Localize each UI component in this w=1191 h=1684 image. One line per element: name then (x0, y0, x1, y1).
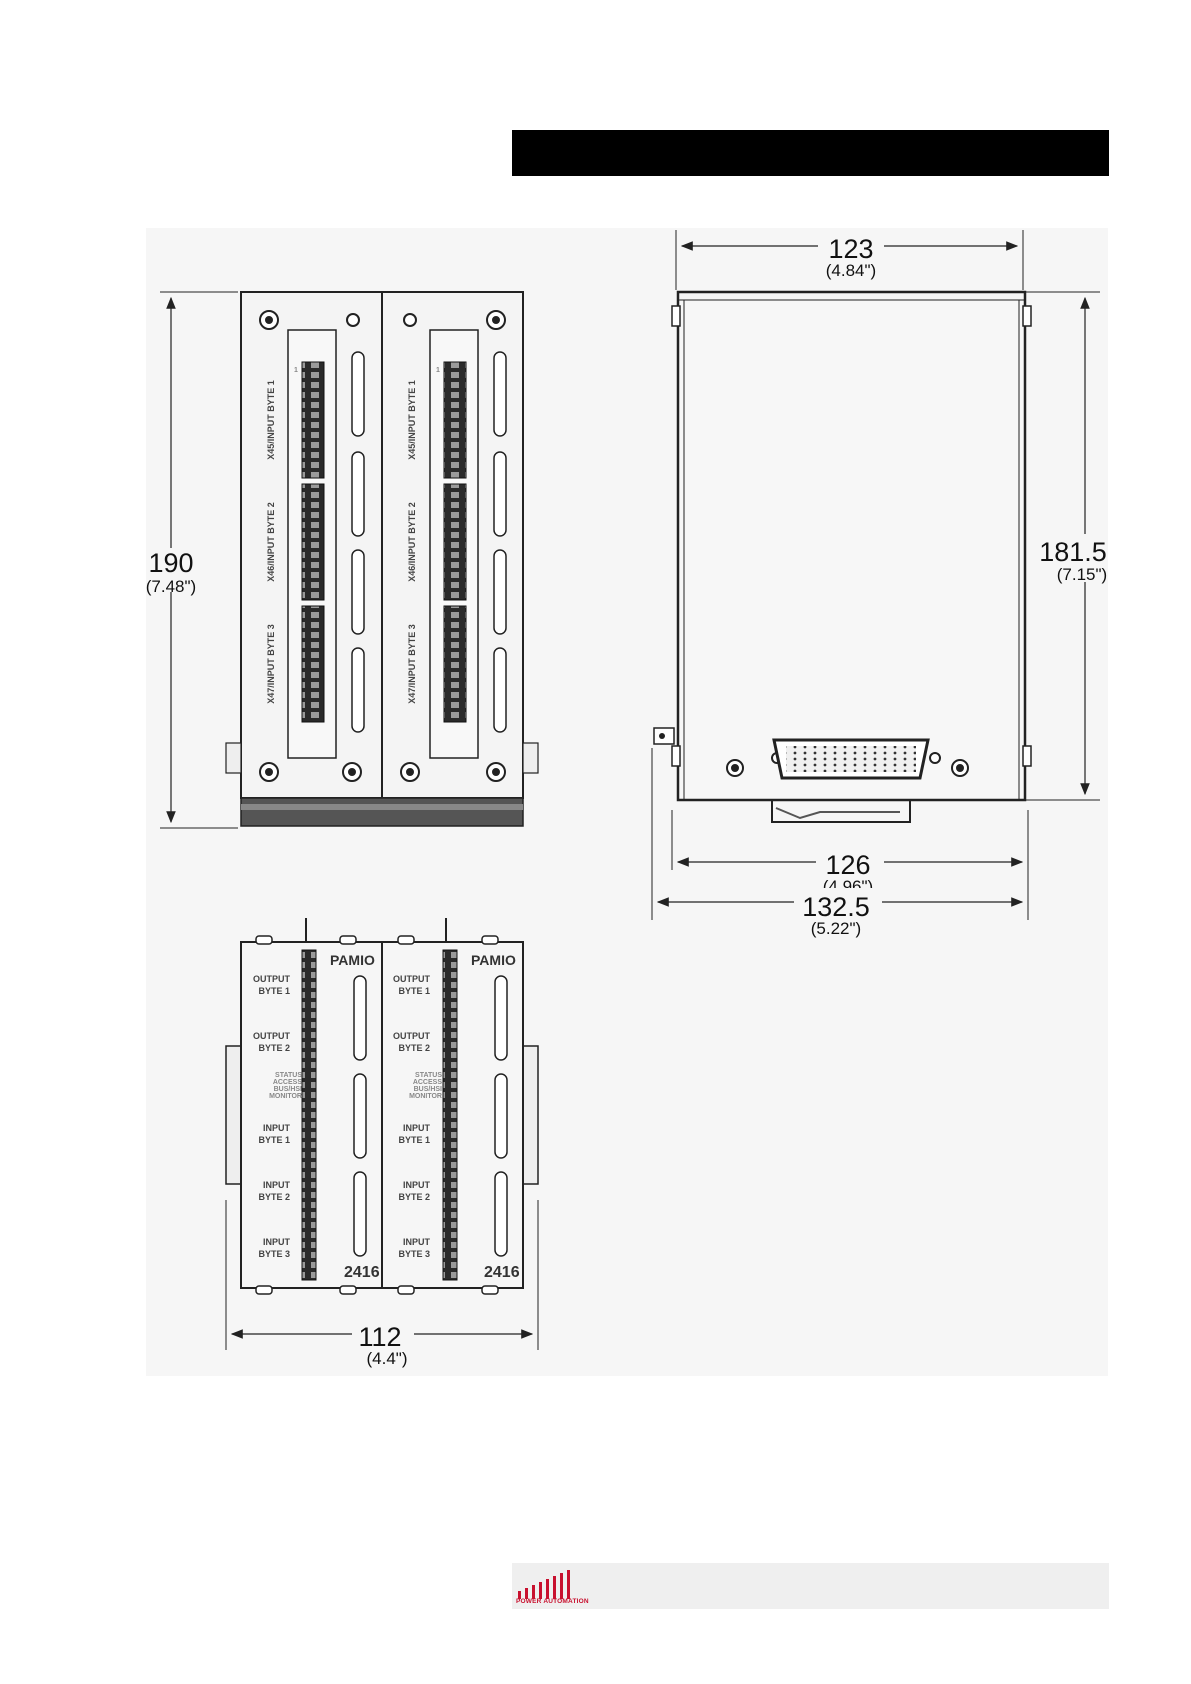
group-output1-l2: BYTE 1 (258, 986, 290, 996)
dim-126: 126 (825, 850, 870, 880)
access-label: ACCESS (273, 1079, 303, 1086)
group-input3-l2-b: BYTE 3 (398, 1249, 430, 1259)
group-input1-l1: INPUT (263, 1123, 291, 1133)
dim-112: 112 (358, 1322, 401, 1352)
dim-132-5-inch: (5.22") (811, 919, 861, 938)
group-input3-l2: BYTE 3 (258, 1249, 290, 1259)
group-input2-l1: INPUT (263, 1180, 291, 1190)
group-input1-l2-b: BYTE 1 (398, 1135, 430, 1145)
status-label-b: STATUS (415, 1072, 442, 1079)
bus-label: BUS/HSI (274, 1086, 302, 1093)
access-label-b: ACCESS (413, 1079, 443, 1086)
connector-label-x47-b: X47/INPUT BYTE 3 (407, 624, 417, 704)
dim-181-5: 181.5 (1039, 537, 1107, 567)
front-view: PAMIO PAMIO 2416 2416 OUTPUT BYTE 1 OUTP… (225, 918, 539, 1368)
dim-132-5: 132.5 (802, 892, 870, 922)
dim-190-inch: (7.48") (146, 577, 196, 596)
group-output1-l2-b: BYTE 1 (398, 986, 430, 996)
connector-label-x46-b: X46/INPUT BYTE 2 (407, 502, 417, 582)
group-input2-l1-b: INPUT (403, 1180, 431, 1190)
group-output2-l1-b: OUTPUT (393, 1031, 431, 1041)
group-input3-l1: INPUT (263, 1237, 291, 1247)
group-output2-l2-b: BYTE 2 (398, 1043, 430, 1053)
dim-190: 190 (148, 548, 193, 578)
top-view: 190 (7.48") (146, 291, 539, 829)
model-label-b: 2416 (484, 1264, 520, 1281)
brand-label: PAMIO (330, 952, 375, 968)
dim-181-5-inch: (7.15") (1057, 565, 1107, 584)
monitor-label-b: MONITOR (409, 1093, 442, 1100)
connector-label-x45-b: X45/INPUT BYTE 1 (407, 380, 417, 460)
logo-text: POWER AUTOMATION (516, 1598, 589, 1605)
footer-bar (512, 1563, 1109, 1609)
status-label: STATUS (275, 1072, 302, 1079)
bus-label-b: BUS/HSI (414, 1086, 442, 1093)
group-output2-l1: OUTPUT (253, 1031, 291, 1041)
group-input2-l2-b: BYTE 2 (398, 1192, 430, 1202)
group-input1-l1-b: INPUT (403, 1123, 431, 1133)
connector-label-x45: X45/INPUT BYTE 1 (266, 380, 276, 460)
group-input1-l2: BYTE 1 (258, 1135, 290, 1145)
power-automation-logo-icon (518, 1570, 570, 1599)
connector-label-x47: X47/INPUT BYTE 3 (266, 624, 276, 704)
group-output2-l2: BYTE 2 (258, 1043, 290, 1053)
connector-label-x46: X46/INPUT BYTE 2 (266, 502, 276, 582)
model-label: 2416 (344, 1264, 380, 1281)
group-input2-l2: BYTE 2 (258, 1192, 290, 1202)
group-input3-l1-b: INPUT (403, 1237, 431, 1247)
brand-label-b: PAMIO (471, 952, 516, 968)
pin-label: 1 (294, 367, 298, 374)
monitor-label: MONITOR (269, 1093, 302, 1100)
group-output1-l1-b: OUTPUT (393, 974, 431, 984)
dim-123-inch: (4.84") (826, 261, 876, 280)
header-bar (512, 130, 1109, 176)
group-output1-l1: OUTPUT (253, 974, 291, 984)
pin-label-b: 1 (436, 367, 440, 374)
side-view: 123 (4.84") 181.5 (7.15") (651, 230, 1107, 938)
dim-123: 123 (828, 234, 873, 264)
dim-112-inch: (4.4") (367, 1349, 408, 1368)
